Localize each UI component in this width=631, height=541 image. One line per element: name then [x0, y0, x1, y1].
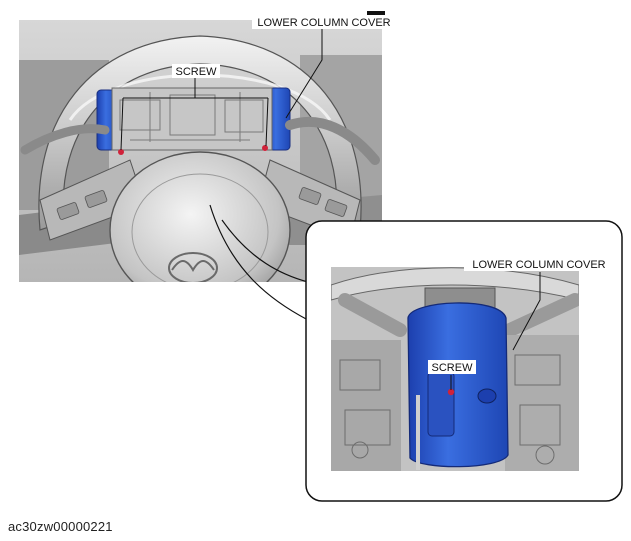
zoom-connector-2 [221, 219, 309, 283]
inset-screw-label: SCREW [432, 362, 474, 374]
inset-lower-column-cover [407, 302, 509, 468]
inset-machinery-details [339, 354, 561, 465]
inset-machinery-right [505, 335, 579, 471]
main-screw-leader [120, 78, 269, 151]
inset-screw-recess [427, 371, 455, 437]
hub-inner-ring [131, 173, 269, 282]
main-cover-label: LOWER COLUMN COVER [257, 17, 390, 29]
column-mechanism [111, 87, 273, 151]
screw-left-icon [118, 149, 124, 155]
screw-right-icon [262, 145, 268, 151]
inset-stalk-right [503, 293, 579, 337]
inset-stalk-left [338, 293, 407, 337]
spoke-buttons [56, 187, 348, 220]
inset-cover-knob [477, 388, 497, 404]
inset-rim [331, 267, 579, 301]
figure-code: ac30zw00000221 [8, 519, 113, 534]
inset-screw-label-bg [428, 360, 476, 374]
turn-signal-stalk [20, 124, 110, 155]
inset-cover-label-bg [464, 257, 614, 271]
inset-cover-label: LOWER COLUMN COVER [472, 259, 605, 271]
main-cover-label-bg [252, 15, 396, 29]
mazda-logo-icon [168, 252, 218, 282]
main-view [19, 20, 382, 282]
inset-cover-leader [512, 272, 541, 351]
corner-mark [367, 11, 385, 15]
wiper-stalk [285, 116, 380, 165]
steering-hub [109, 151, 291, 282]
main-screw-label: SCREW [176, 66, 218, 78]
zoom-connector-1 [209, 204, 309, 321]
main-cover-leader [285, 28, 323, 119]
inset-machinery-left [331, 340, 401, 471]
inset-screw-icon [447, 388, 455, 396]
main-screw-label-bg [172, 64, 220, 78]
mechanism-details [119, 92, 264, 142]
